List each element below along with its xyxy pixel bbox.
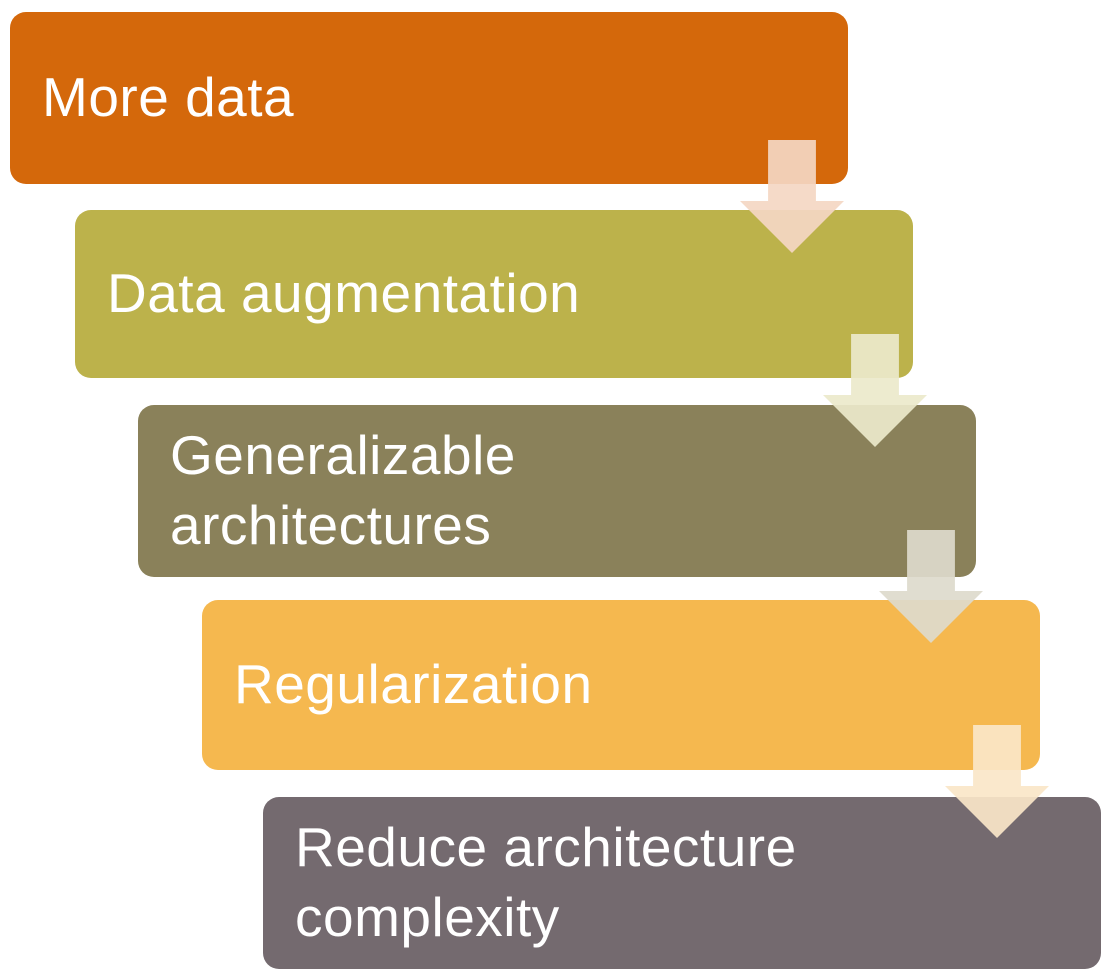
step-box-data-augmentation: Data augmentation: [75, 210, 913, 378]
step-label: Reduce architecture complexity: [295, 816, 797, 948]
step-label: More data: [42, 66, 295, 129]
step-box-generalizable-architectures: Generalizable architectures: [138, 405, 976, 577]
step-label: Regularization: [234, 653, 593, 716]
step-label: Data augmentation: [107, 262, 581, 325]
step-box-more-data: More data: [10, 12, 848, 184]
step-box-regularization: Regularization: [202, 600, 1040, 770]
step-box-reduce-architecture-complexity: Reduce architecture complexity: [263, 797, 1101, 969]
step-label: Generalizable architectures: [170, 424, 516, 556]
